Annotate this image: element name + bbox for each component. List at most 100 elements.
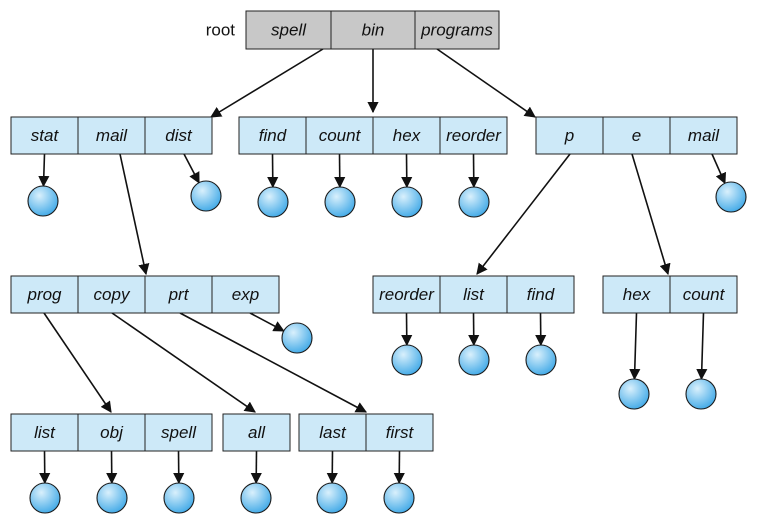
file-node — [324, 186, 356, 218]
directory-entry-cell — [535, 116, 604, 155]
file-node — [96, 482, 128, 514]
link-to-file — [629, 312, 641, 381]
directory-entry-label: stat — [31, 126, 60, 145]
directory-d7: list obj spell — [10, 413, 213, 452]
directory-entry-label: list — [463, 285, 485, 304]
directory-entry-label: prog — [26, 285, 62, 304]
directory-entry-label: mail — [96, 126, 128, 145]
directory-entry-cell — [298, 413, 367, 452]
directory-entry-label: spell — [271, 21, 307, 40]
directory-entry-cell — [245, 10, 332, 50]
link-to-file — [249, 312, 285, 332]
directory-entry-cell — [144, 413, 213, 452]
directory-entry-label: p — [564, 126, 574, 145]
file-node — [281, 322, 313, 354]
link-to-directory — [476, 153, 571, 275]
files-layer — [27, 180, 747, 514]
directory-d4: prog copy prt exp — [10, 275, 280, 314]
directory-entry-cell — [211, 275, 280, 314]
directory-entry-cell — [372, 275, 441, 314]
directory-entry-cell — [372, 116, 441, 155]
directory-entry-label: dist — [165, 126, 193, 145]
directory-entry-cell — [144, 116, 213, 155]
directory-d3: p e mail — [535, 116, 738, 155]
root-label: root — [206, 21, 236, 40]
directory-entry-label: mail — [688, 126, 720, 145]
directory-entry-label: find — [527, 285, 555, 304]
directory-entry-cell — [10, 275, 79, 314]
directory-entry-label: count — [319, 126, 362, 145]
link-to-file — [696, 312, 708, 381]
directory-entry-label: all — [248, 423, 266, 442]
directory-entry-cell — [77, 116, 146, 155]
directory-entry-label: exp — [232, 285, 259, 304]
file-node — [391, 344, 423, 376]
file-node — [29, 482, 61, 514]
directory-entry-cell — [10, 413, 79, 452]
directory-entry-cell — [439, 275, 508, 314]
file-node — [458, 344, 490, 376]
directory-entry-cell — [77, 413, 146, 452]
directory-entry-label: list — [34, 423, 56, 442]
link-to-file — [38, 153, 50, 188]
file-node — [525, 344, 557, 376]
directory-entry-cell — [222, 413, 291, 452]
file-node — [618, 378, 650, 410]
link-to-file — [183, 153, 200, 184]
link-to-directory — [111, 312, 256, 413]
directory-entry-label: spell — [161, 423, 197, 442]
file-node — [383, 482, 415, 514]
file-node — [458, 186, 490, 218]
link-to-directory — [119, 153, 150, 276]
file-node — [257, 186, 289, 218]
directory-entry-label: last — [319, 423, 347, 442]
links-layer — [38, 48, 726, 485]
file-node — [391, 186, 423, 218]
directory-entry-label: first — [386, 423, 415, 442]
directory-root: spell bin programs — [245, 10, 500, 50]
directory-entry-label: e — [632, 126, 641, 145]
link-to-directory — [436, 48, 536, 118]
file-node — [715, 181, 747, 213]
directory-entry-label: reorder — [379, 285, 435, 304]
directory-entry-label: reorder — [446, 126, 502, 145]
file-node — [27, 185, 59, 217]
directory-entry-cell — [238, 116, 307, 155]
file-node — [685, 378, 717, 410]
directory-entry-cell — [305, 116, 374, 155]
file-node — [316, 482, 348, 514]
directory-entry-cell — [77, 275, 146, 314]
directory-entry-cell — [365, 413, 434, 452]
directory-entry-cell — [144, 275, 213, 314]
directory-entry-label: bin — [362, 21, 385, 40]
directory-d5: reorder list find — [372, 275, 575, 314]
file-node — [190, 180, 222, 212]
directory-entry-cell — [602, 275, 671, 314]
directory-entry-cell — [669, 275, 738, 314]
directory-d8: all — [222, 413, 291, 452]
directory-d9: last first — [298, 413, 434, 452]
directory-entry-cell — [669, 116, 738, 155]
link-to-directory — [43, 312, 112, 413]
link-to-directory — [631, 153, 671, 276]
directory-d1: stat mail dist — [10, 116, 213, 155]
directory-entry-label: count — [683, 285, 726, 304]
directory-entry-label: programs — [420, 21, 493, 40]
directory-entry-label: copy — [94, 285, 131, 304]
directory-entry-cell — [506, 275, 575, 314]
link-to-directory — [210, 48, 324, 118]
directory-entry-label: prt — [168, 285, 190, 304]
file-node — [163, 482, 195, 514]
directory-d6: hex count — [602, 275, 738, 314]
directory-entry-cell — [414, 10, 500, 50]
directory-entry-cell — [330, 10, 416, 50]
directory-entry-label: obj — [100, 423, 124, 442]
directory-entry-label: hex — [623, 285, 651, 304]
directory-entry-label: hex — [393, 126, 421, 145]
link-to-directory — [179, 312, 367, 413]
link-to-file — [711, 153, 726, 185]
directory-entry-cell — [439, 116, 508, 155]
